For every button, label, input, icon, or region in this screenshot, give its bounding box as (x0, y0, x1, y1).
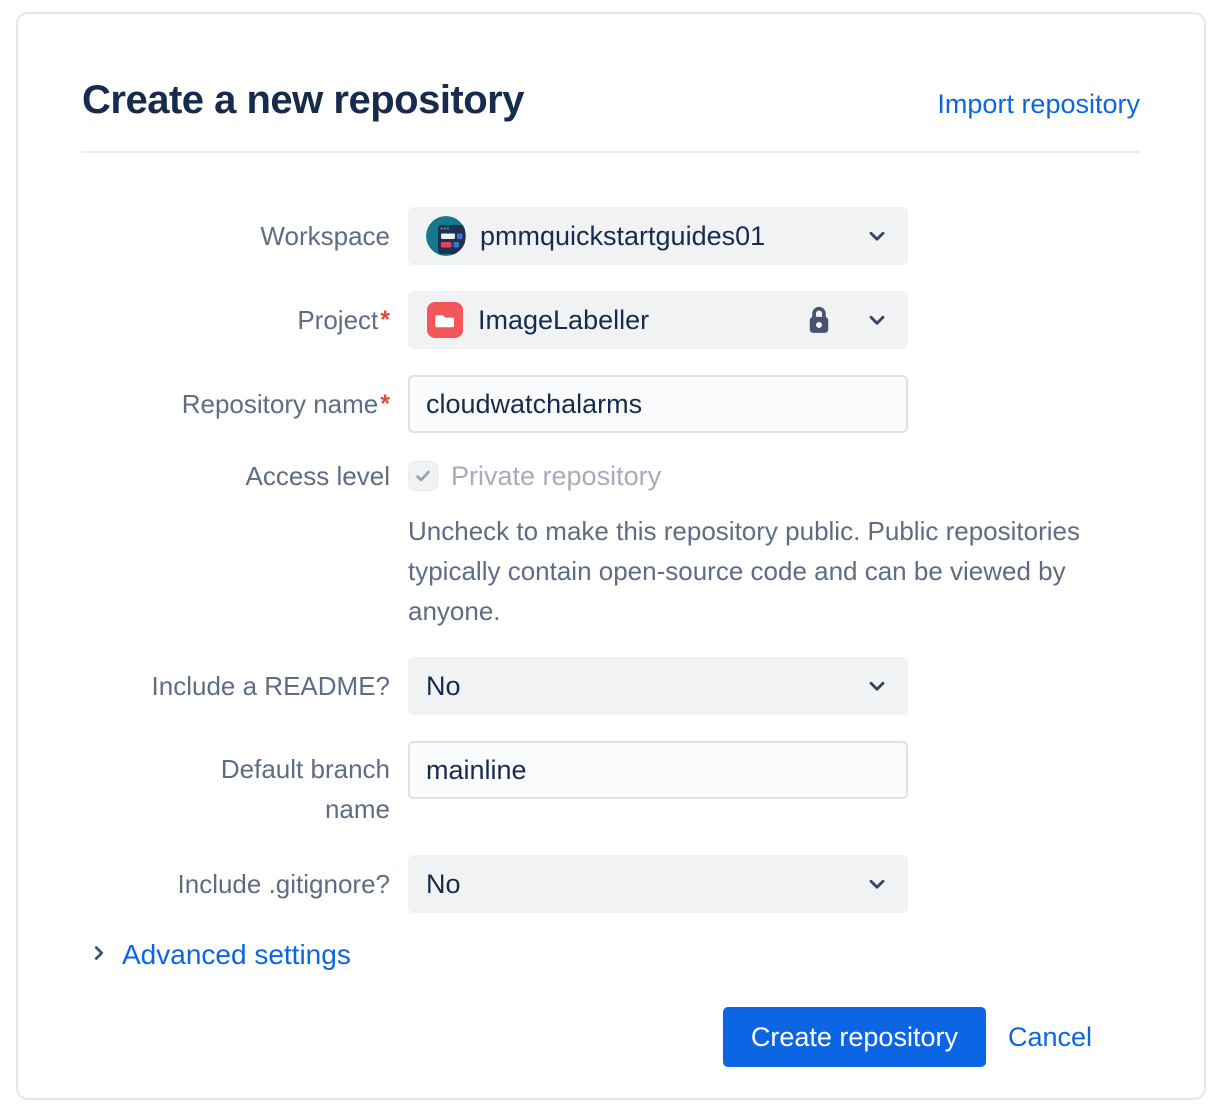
include-gitignore-row: Include .gitignore? No (82, 855, 1140, 913)
default-branch-label: Default branch name (220, 754, 390, 824)
project-label: Project* (297, 305, 390, 335)
project-row: Project* ImageLabeller (82, 291, 1140, 349)
header-divider (82, 151, 1140, 153)
chevron-down-icon (864, 673, 890, 699)
include-readme-label: Include a README? (151, 671, 390, 701)
repository-name-label: Repository name* (181, 389, 390, 419)
required-asterisk: * (380, 306, 390, 334)
advanced-settings-toggle[interactable]: Advanced settings (88, 939, 1140, 971)
access-level-field: Private repository Uncheck to make this … (408, 459, 1080, 631)
include-gitignore-label: Include .gitignore? (177, 869, 390, 899)
include-readme-row: Include a README? No (82, 657, 1140, 715)
chevron-down-icon (864, 871, 890, 897)
include-gitignore-value: No (426, 868, 461, 899)
required-asterisk: * (380, 390, 390, 418)
cancel-button[interactable]: Cancel (1000, 1022, 1100, 1053)
project-select[interactable]: ImageLabeller (408, 291, 908, 349)
include-readme-select[interactable]: No (408, 657, 908, 715)
private-repository-label: Private repository (451, 460, 662, 491)
repository-name-row: Repository name* (82, 375, 1140, 433)
chevron-down-icon (864, 223, 890, 249)
advanced-settings-label: Advanced settings (122, 939, 351, 970)
include-gitignore-select[interactable]: No (408, 855, 908, 913)
project-value: ImageLabeller (478, 304, 650, 335)
workspace-avatar-icon (426, 216, 466, 256)
include-readme-value: No (426, 670, 461, 701)
workspace-value: pmmquickstartguides01 (480, 220, 766, 251)
workspace-row: Workspace (82, 207, 1140, 265)
import-repository-link[interactable]: Import repository (937, 89, 1140, 119)
access-level-label: Access level (245, 461, 391, 491)
lock-icon (804, 304, 834, 336)
private-repository-checkbox[interactable] (408, 461, 438, 491)
workspace-select[interactable]: pmmquickstartguides01 (408, 207, 908, 265)
create-repository-button[interactable]: Create repository (722, 1007, 986, 1067)
create-repository-card: Create a new repository Import repositor… (16, 12, 1206, 1100)
dialog-header: Create a new repository Import repositor… (82, 78, 1140, 123)
default-branch-row: Default branch name (82, 741, 1140, 829)
dialog-footer: Create repository Cancel (82, 1007, 1140, 1067)
project-folder-icon (426, 301, 464, 339)
chevron-down-icon (864, 307, 890, 333)
repository-name-input[interactable] (408, 375, 908, 433)
default-branch-input[interactable] (408, 741, 908, 799)
access-level-row: Access level Private repository Uncheck … (82, 459, 1140, 631)
page-title: Create a new repository (82, 78, 525, 122)
create-repository-form: Workspace (82, 207, 1140, 913)
workspace-label: Workspace (260, 221, 390, 251)
chevron-right-icon (88, 942, 110, 969)
access-level-help-text: Uncheck to make this repository public. … (408, 516, 1080, 626)
